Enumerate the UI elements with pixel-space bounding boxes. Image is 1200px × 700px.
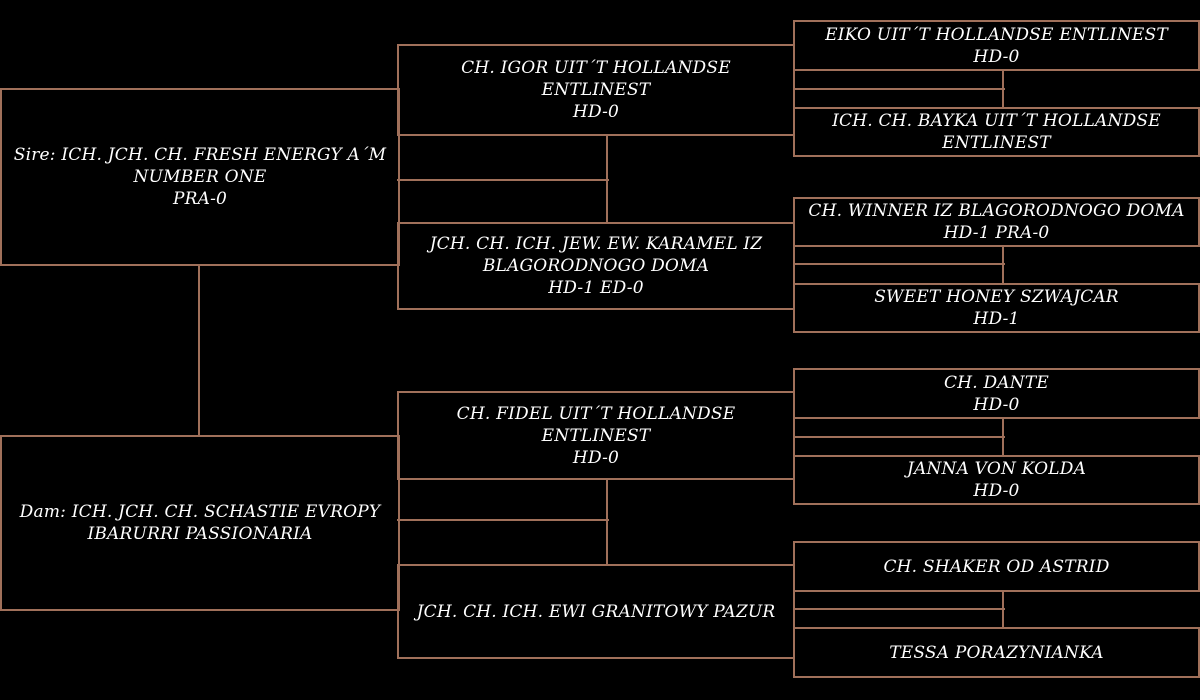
dam-dam-sire-name: CH. SHAKER OD ASTRID <box>883 556 1110 577</box>
dam-sire-sire-health-tag: HD-0 <box>973 394 1020 415</box>
connector-line <box>793 88 1005 90</box>
connector-line <box>198 264 200 437</box>
connector-line <box>397 519 609 521</box>
sire-sire-sire-health-tag: HD-0 <box>973 46 1020 67</box>
dam-dam-sire-box: CH. SHAKER OD ASTRID <box>793 541 1200 592</box>
dam-sire-sire-name: CH. DANTE <box>944 372 1049 393</box>
dam-dam-dam-box: TESSA PORAZYNIANKA <box>793 627 1200 678</box>
sire-sire-sire-name: EIKO UIT´T HOLLANDSE ENTLINEST <box>825 24 1168 45</box>
sire-sire-health-tag: HD-0 <box>572 102 620 122</box>
dam-prefix: Dam: <box>19 502 67 522</box>
sire-name: Sire: ICH. JCH. CH. FRESH ENERGY A´M NUM… <box>10 144 390 188</box>
connector-line <box>1002 590 1004 629</box>
dam-sire-sire-box: CH. DANTE HD-0 <box>793 368 1200 419</box>
sire-dam-name: JCH. CH. ICH. JEW. EW. KARAMEL IZ BLAGOR… <box>429 234 763 276</box>
connector-line <box>793 608 1005 610</box>
dam-sire-dam-health-tag: HD-0 <box>973 481 1020 501</box>
connector-line <box>397 179 609 181</box>
connector-line <box>793 436 1005 438</box>
sire-dam-sire-health-tag: HD-1 PRA-0 <box>943 223 1050 243</box>
sire-sire-name: CH. IGOR UIT´T HOLLANDSE ENTLINEST <box>461 58 731 100</box>
dam-box: Dam: ICH. JCH. CH. SCHASTIE EVROPY IBARU… <box>0 435 400 611</box>
dam-name-text: ICH. JCH. CH. SCHASTIE EVROPY IBARURRI P… <box>71 502 381 544</box>
dam-sire-dam-box: JANNA VON KOLDA HD-0 <box>793 455 1200 505</box>
sire-health-tag: PRA-0 <box>172 189 228 209</box>
sire-dam-sire-name: CH. WINNER IZ BLAGORODNOGO DOMA <box>808 201 1185 221</box>
dam-dam-dam-name: TESSA PORAZYNIANKA <box>889 642 1104 663</box>
dam-sire-name: CH. FIDEL UIT´T HOLLANDSE ENTLINEST <box>456 403 736 446</box>
sire-dam-dam-box: SWEET HONEY SZWAJCAR HD-1 <box>793 283 1200 333</box>
sire-dam-sire-box: CH. WINNER IZ BLAGORODNOGO DOMA HD-1 PRA… <box>793 197 1200 247</box>
dam-dam-box: JCH. CH. ICH. EWI GRANITOWY PAZUR <box>397 564 795 659</box>
connector-line <box>606 134 608 224</box>
dam-sire-health-tag: HD-0 <box>572 447 620 468</box>
sire-name-text: ICH. JCH. CH. FRESH ENERGY A´M NUMBER ON… <box>61 145 387 187</box>
sire-box: Sire: ICH. JCH. CH. FRESH ENERGY A´M NUM… <box>0 88 400 266</box>
dam-dam-name: JCH. CH. ICH. EWI GRANITOWY PAZUR <box>416 601 776 622</box>
sire-dam-health-tag: HD-1 ED-0 <box>548 278 644 298</box>
connector-line <box>1002 417 1004 457</box>
sire-dam-dam-name: SWEET HONEY SZWAJCAR <box>874 287 1119 307</box>
dam-name: Dam: ICH. JCH. CH. SCHASTIE EVROPY IBARU… <box>10 501 390 545</box>
connector-line <box>1002 69 1004 109</box>
connector-line <box>793 263 1005 265</box>
connector-line <box>606 478 608 566</box>
sire-sire-sire-box: EIKO UIT´T HOLLANDSE ENTLINEST HD-0 <box>793 20 1200 71</box>
sire-dam-dam-health-tag: HD-1 <box>973 309 1020 329</box>
sire-sire-dam-box: ICH. CH. BAYKA UIT´T HOLLANDSE ENTLINEST <box>793 107 1200 157</box>
sire-prefix: Sire: <box>13 145 56 165</box>
sire-dam-box: JCH. CH. ICH. JEW. EW. KARAMEL IZ BLAGOR… <box>397 222 795 310</box>
sire-sire-box: CH. IGOR UIT´T HOLLANDSE ENTLINEST HD-0 <box>397 44 795 136</box>
dam-sire-box: CH. FIDEL UIT´T HOLLANDSE ENTLINEST HD-0 <box>397 391 795 480</box>
sire-sire-dam-name: ICH. CH. BAYKA UIT´T HOLLANDSE ENTLINEST <box>832 111 1161 153</box>
dam-sire-dam-name: JANNA VON KOLDA <box>906 459 1087 479</box>
connector-line <box>1002 245 1004 285</box>
